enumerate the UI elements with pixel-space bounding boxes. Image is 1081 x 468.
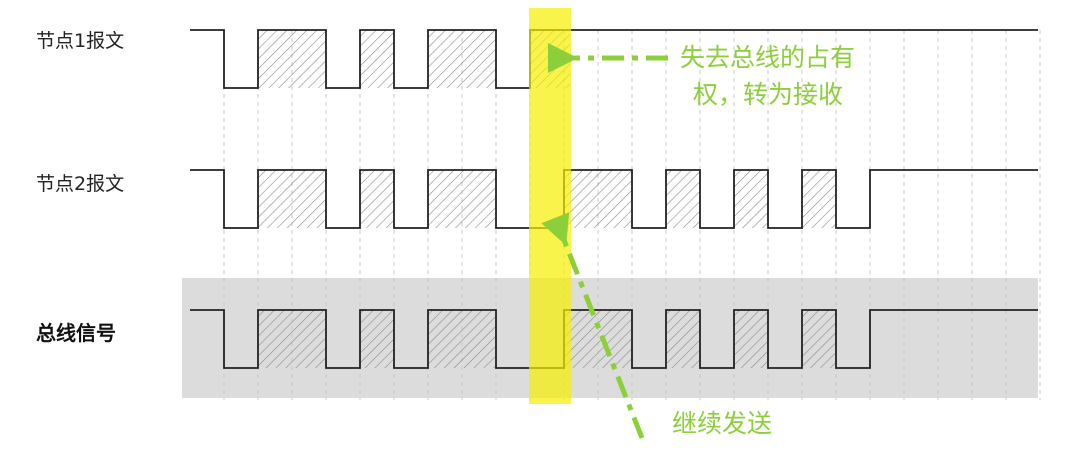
bus-signal-label: 总线信号	[36, 321, 116, 345]
hatched-bit-area	[802, 170, 836, 228]
node2-label: 节点2报文	[36, 173, 124, 195]
bus-waveform	[190, 309, 1038, 369]
hatched-bit-area	[258, 170, 326, 228]
node2-waveform	[190, 169, 1038, 229]
hatched-bit-area	[564, 170, 632, 228]
hatched-bit-area	[666, 170, 700, 228]
hatched-bit-area	[360, 170, 394, 228]
continue-send-note: 继续发送	[672, 409, 772, 438]
lose-bus-note-line1: 失去总线的占有	[680, 43, 855, 72]
node1-label: 节点1报文	[36, 30, 124, 52]
hatched-bit-area	[258, 310, 326, 368]
hatched-bit-area	[564, 310, 632, 368]
hatched-bit-area	[802, 310, 836, 368]
node1-waveform	[190, 29, 1038, 89]
hatched-bit-area	[734, 170, 768, 228]
hatched-bit-area	[734, 310, 768, 368]
continue-send-arrow	[541, 212, 645, 439]
arbitration-highlight	[529, 8, 571, 404]
hatched-bit-area	[428, 170, 496, 228]
hatched-bit-area	[428, 30, 496, 88]
hatched-bit-area	[428, 310, 496, 368]
hatched-bit-area	[360, 310, 394, 368]
lose-bus-note-line2: 权，转为接收	[693, 80, 843, 109]
hatched-bit-area	[666, 310, 700, 368]
hatched-bit-area	[258, 30, 326, 88]
hatched-bit-area	[360, 30, 394, 88]
